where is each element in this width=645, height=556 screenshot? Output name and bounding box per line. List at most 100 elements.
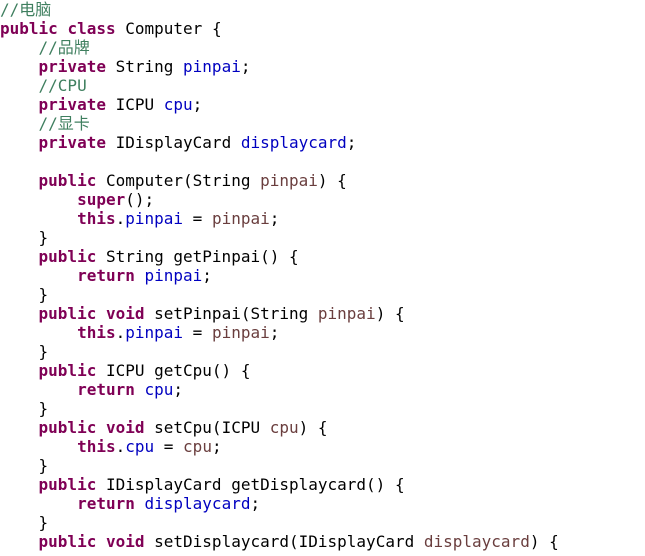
code-line[interactable]: public void setPinpai(String pinpai) { [0, 304, 405, 323]
code-token: ; [173, 380, 184, 399]
code-token: . [115, 209, 126, 228]
code-line[interactable]: this.pinpai = pinpai; [0, 209, 279, 228]
code-line[interactable]: public IDisplayCard getDisplaycard() { [0, 475, 405, 494]
code-token: public [38, 361, 97, 380]
code-token: pinpai [260, 171, 318, 190]
code-token: displaycard [144, 494, 251, 513]
code-token: cpu [183, 437, 212, 456]
code-token [0, 475, 39, 494]
code-line[interactable]: public ICPU getCpu() { [0, 361, 251, 380]
code-line[interactable]: return displaycard; [0, 494, 260, 513]
code-token [96, 304, 106, 323]
code-token: ) { [298, 418, 328, 437]
code-line[interactable]: private String pinpai; [0, 57, 251, 76]
code-token [0, 114, 39, 133]
code-token: public [38, 418, 97, 437]
code-line[interactable]: super(); [0, 190, 154, 209]
code-token: String [105, 57, 184, 76]
code-token [135, 380, 145, 399]
code-token: super [77, 190, 126, 209]
code-token: public [38, 171, 97, 190]
code-line[interactable]: public class Computer { [0, 19, 222, 38]
code-token [96, 532, 106, 551]
code-token: ICPU getCpu() { [96, 361, 251, 380]
code-line[interactable]: public String getPinpai() { [0, 247, 299, 266]
code-token [0, 532, 39, 551]
code-line[interactable]: } [0, 456, 49, 475]
code-token: ) { [317, 171, 347, 190]
code-token: public [0, 19, 58, 38]
code-token: //品牌 [38, 38, 90, 57]
code-token: . [115, 323, 126, 342]
code-token [0, 266, 77, 285]
code-token: pinpai [125, 209, 184, 228]
code-token [0, 418, 39, 437]
code-token: ; [211, 437, 222, 456]
code-line[interactable]: public Computer(String pinpai) { [0, 171, 347, 190]
code-line[interactable]: } [0, 513, 49, 532]
code-token [0, 380, 77, 399]
code-token: ; [269, 209, 280, 228]
code-token [0, 95, 39, 114]
code-token [0, 38, 39, 57]
code-token: Computer(String [96, 171, 261, 190]
code-line[interactable]: private ICPU cpu; [0, 95, 203, 114]
code-token: ) { [529, 532, 559, 551]
code-token [0, 190, 77, 209]
code-token: ; [346, 133, 357, 152]
code-token: private [38, 133, 106, 152]
code-token: pinpai [183, 57, 241, 76]
code-token: public [38, 475, 97, 494]
code-token [58, 19, 68, 38]
code-token: } [0, 285, 49, 304]
code-line[interactable]: return cpu; [0, 380, 183, 399]
code-line[interactable]: } [0, 342, 49, 361]
code-line[interactable]: //品牌 [0, 38, 90, 57]
code-token [96, 418, 106, 437]
code-token: pinpai [211, 209, 270, 228]
code-line[interactable]: } [0, 399, 49, 418]
code-line[interactable]: this.cpu = cpu; [0, 437, 222, 456]
code-token: this [77, 323, 116, 342]
code-token: cpu [144, 380, 174, 399]
code-line[interactable]: public void setDisplaycard(IDisplayCard … [0, 532, 559, 551]
code-token: private [38, 95, 106, 114]
code-line[interactable]: } [0, 285, 49, 304]
code-token: return [77, 380, 135, 399]
code-token [0, 57, 39, 76]
code-token: ICPU [105, 95, 164, 114]
code-token: pinpai [125, 323, 184, 342]
code-token: = [183, 209, 212, 228]
code-line[interactable]: //显卡 [0, 114, 90, 133]
code-token: Computer { [115, 19, 222, 38]
code-token: //CPU [38, 76, 87, 95]
code-token: } [0, 228, 49, 247]
code-token: public [38, 304, 97, 323]
code-token [0, 133, 39, 152]
code-token: cpu [269, 418, 299, 437]
code-line[interactable]: //电脑 [0, 0, 51, 19]
code-token: = [154, 437, 184, 456]
code-token: this [77, 437, 116, 456]
code-line[interactable]: this.pinpai = pinpai; [0, 323, 279, 342]
code-token: (); [125, 190, 155, 209]
code-token: void [105, 304, 145, 323]
code-token [0, 437, 77, 456]
code-token: } [0, 513, 49, 532]
code-token [0, 323, 77, 342]
code-token: ; [240, 57, 251, 76]
code-token: private [38, 57, 106, 76]
code-token: } [0, 342, 49, 361]
code-token: pinpai [317, 304, 376, 323]
code-line[interactable]: } [0, 228, 49, 247]
code-line[interactable]: public void setCpu(ICPU cpu) { [0, 418, 328, 437]
code-token: void [105, 532, 145, 551]
code-line[interactable]: return pinpai; [0, 266, 212, 285]
code-token: public [38, 532, 97, 551]
code-token: ; [250, 494, 261, 513]
code-line[interactable]: private IDisplayCard displaycard; [0, 133, 357, 152]
code-line[interactable]: //CPU [0, 76, 87, 95]
code-token: . [115, 437, 126, 456]
code-token [0, 247, 39, 266]
